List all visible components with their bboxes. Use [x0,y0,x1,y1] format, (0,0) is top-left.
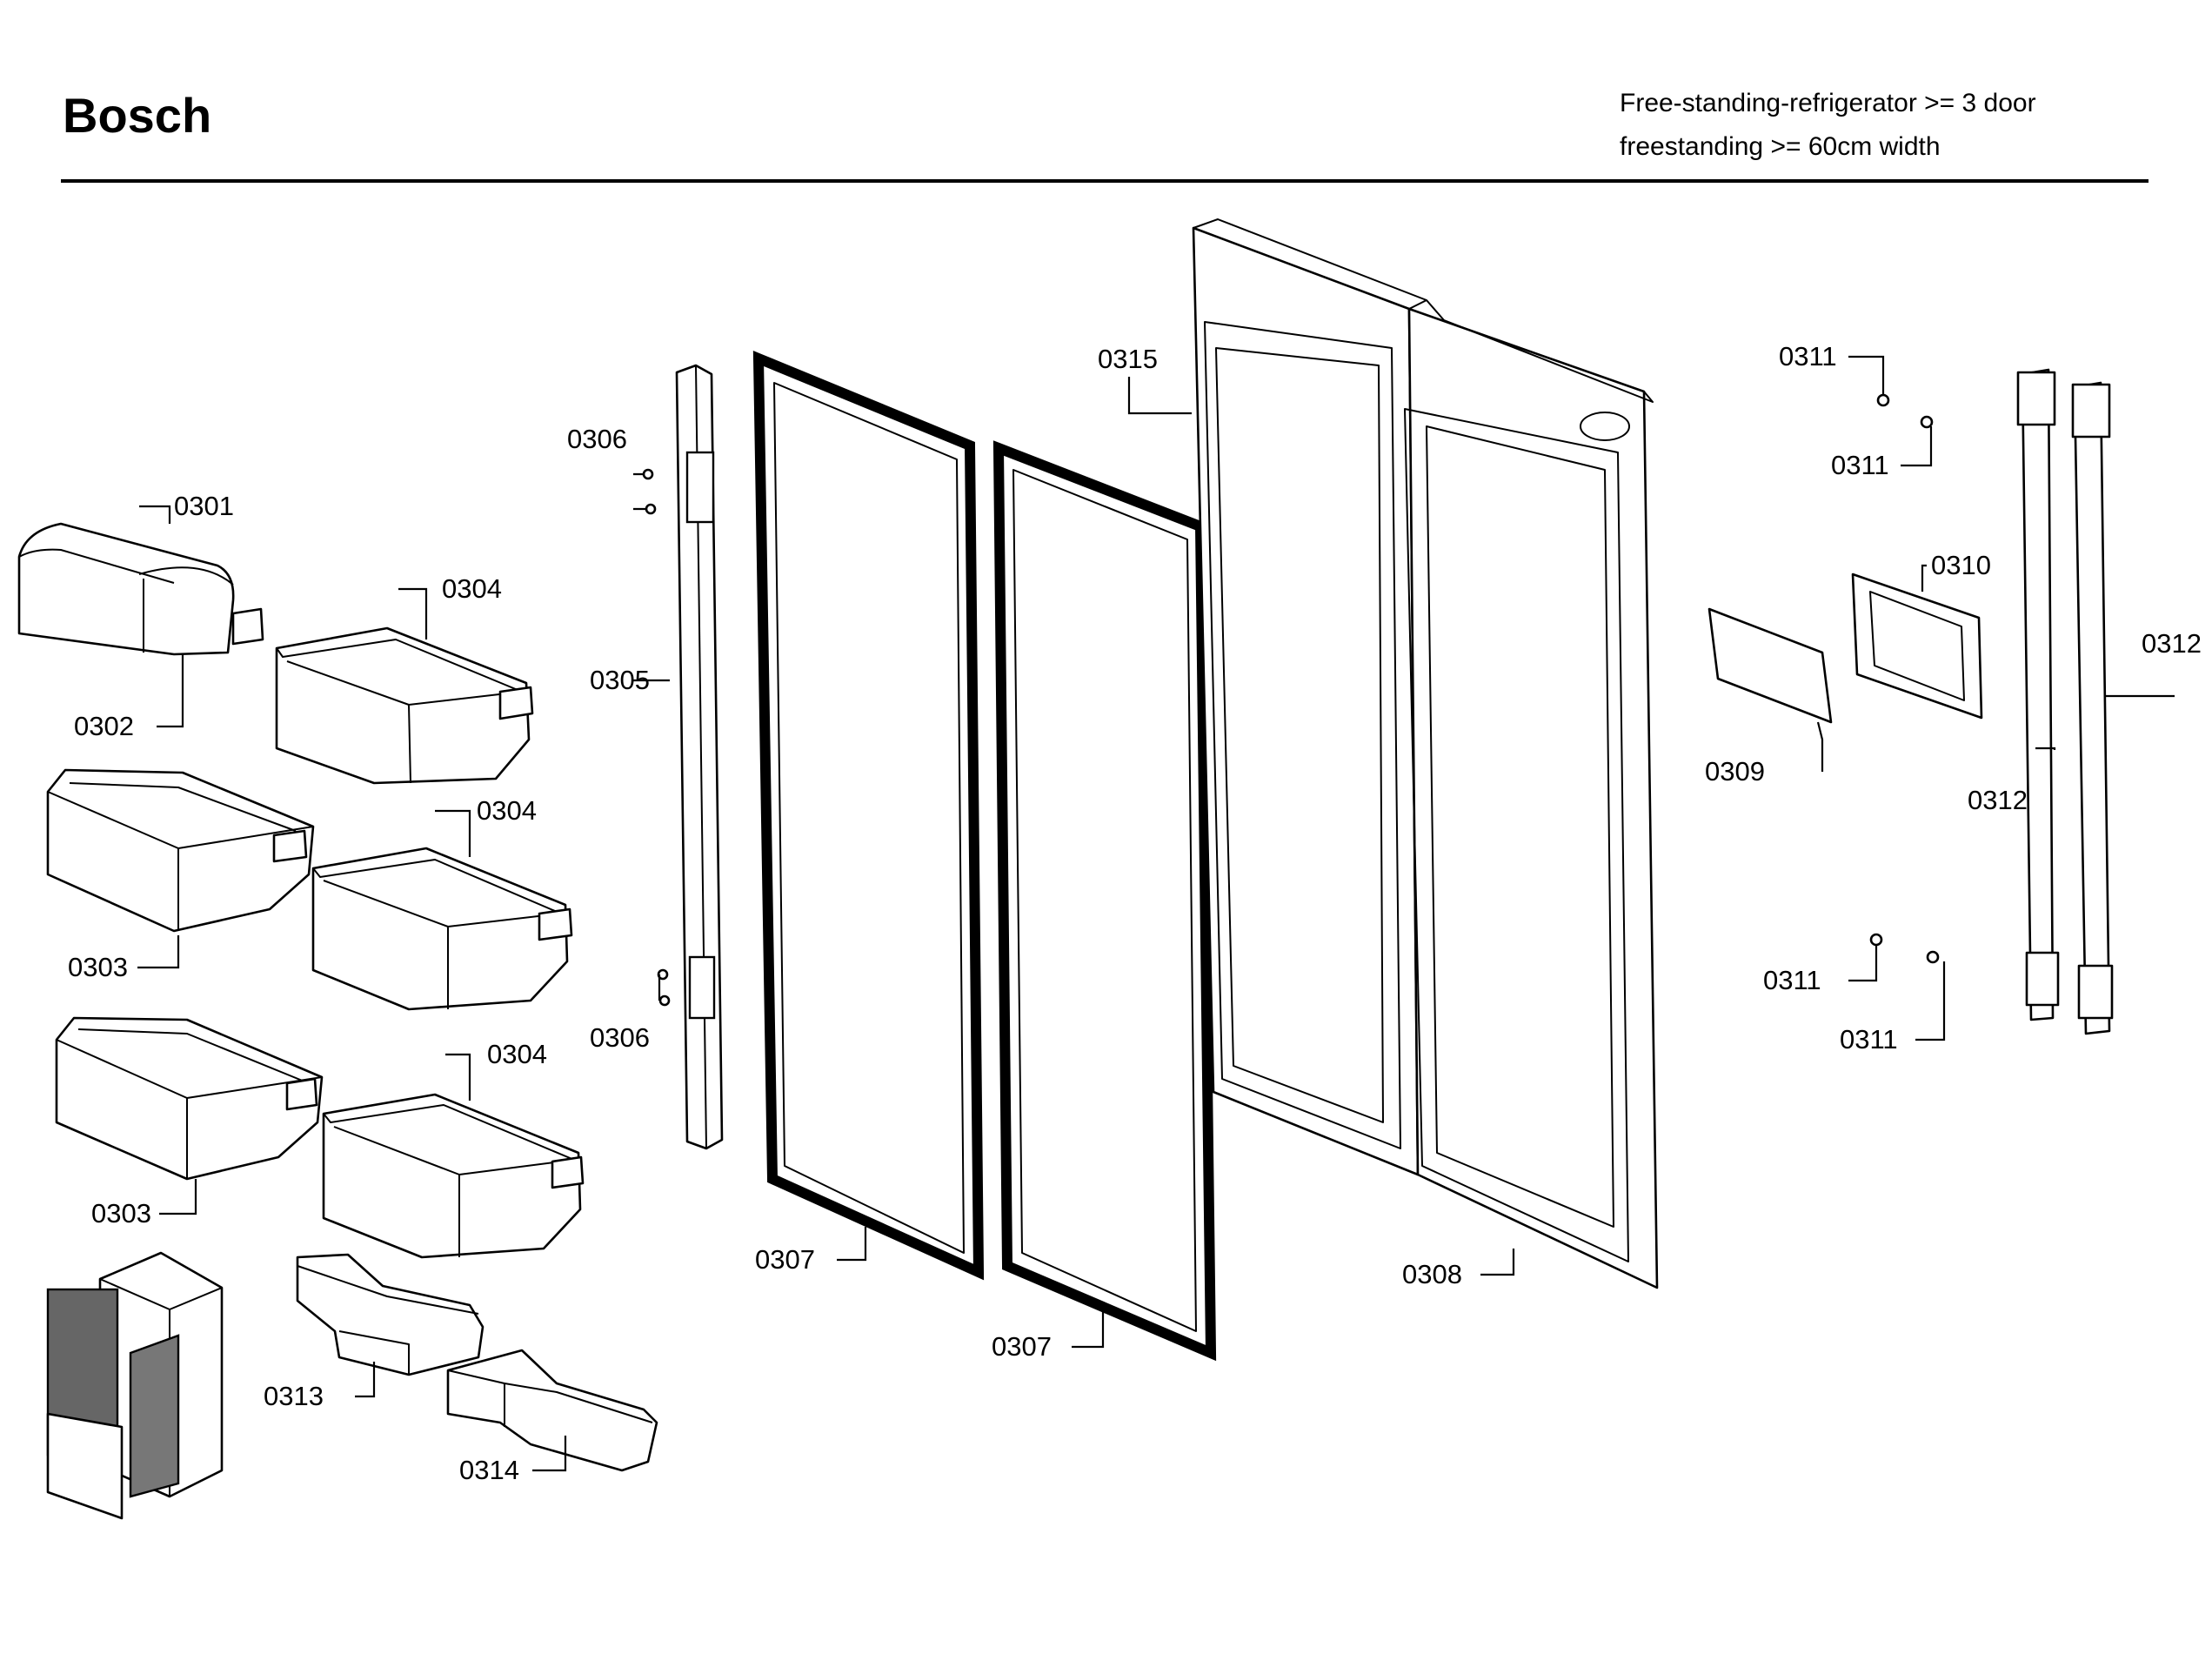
part-label-0303-upper: 0303 [68,952,128,982]
part-label-0304-upper: 0304 [442,573,502,604]
part-label-0301: 0301 [174,491,234,521]
part-label-0306-upper: 0306 [567,424,627,454]
part-0314-shelf-bin [446,1349,658,1472]
part-label-0304-lower: 0304 [487,1039,547,1069]
part-0313-shelf-bin [296,1253,485,1376]
part-label-0305: 0305 [590,665,650,695]
part-0315-door-liner-left [1192,218,1427,1176]
part-0305-center-mullion [675,364,724,1150]
part-0311-screws [1869,393,1940,964]
part-label-0311-bottom-left: 0311 [1763,965,1821,995]
part-0303-door-bin-lower [55,1016,324,1181]
part-label-0306-lower: 0306 [590,1022,650,1053]
part-filter-assembly [46,1251,224,1520]
part-0301-dairy-cover [17,522,264,656]
part-0312-handles [2016,368,2114,1035]
part-label-0304-middle: 0304 [477,795,537,826]
part-label-0311-bottom-right: 0311 [1840,1024,1898,1055]
part-0306-screws [642,468,671,1007]
part-0304-door-bin-lower [322,1093,585,1259]
part-0308-door-liner-right [1404,299,1659,1289]
part-label-0313: 0313 [264,1381,324,1411]
part-label-0302: 0302 [74,711,134,741]
product-description-line2: freestanding >= 60cm width [1620,132,1941,161]
product-description-line1: Free-standing-refrigerator >= 3 door [1620,89,2036,117]
part-label-0307-left: 0307 [755,1244,815,1275]
part-label-0310: 0310 [1931,550,1991,580]
part-label-0314: 0314 [459,1455,519,1485]
part-label-0303-lower: 0303 [91,1198,151,1229]
part-0307-door-gasket-left [752,350,985,1281]
leader-lines [137,355,2175,1472]
part-0304-door-bin-middle [311,847,573,1011]
part-0310-display-housing [1851,573,1983,720]
part-0309-control-board [1707,607,1833,724]
part-label-0308: 0308 [1402,1259,1462,1289]
brand-title: Bosch [63,88,212,143]
part-label-0311-top-left: 0311 [1779,341,1837,372]
part-label-0311-top-right: 0311 [1831,450,1889,480]
part-0304-door-bin-upper [275,626,534,785]
part-label-0312-left: 0312 [1968,785,2028,815]
part-label-0307-right: 0307 [992,1331,1052,1362]
part-0303-door-bin-upper [46,768,315,933]
part-0307-door-gasket-right [992,440,1217,1362]
part-label-0312-right: 0312 [2142,628,2202,659]
part-label-0309: 0309 [1705,756,1765,787]
part-label-0315: 0315 [1098,344,1158,374]
header-divider [61,179,2149,183]
